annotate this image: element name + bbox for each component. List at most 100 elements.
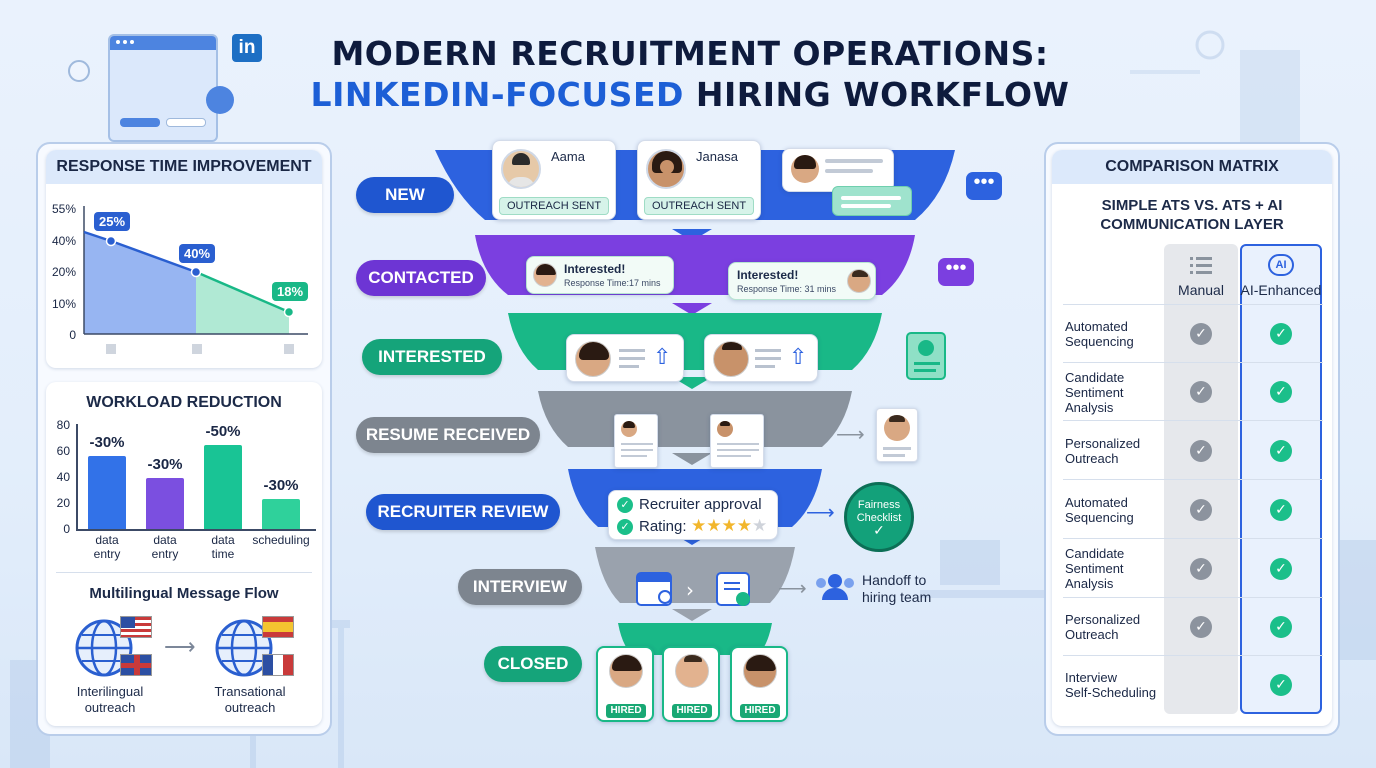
workload-y-tick: 20 [56, 496, 70, 510]
us-flag-icon [120, 616, 152, 638]
avatar [646, 149, 686, 189]
title-workflow: HIRING WORKFLOW [695, 75, 1070, 114]
response-y-tick: 10% [51, 297, 76, 311]
recruiter-review-card[interactable]: ✓ Recruiter approval ✓ Rating: ★★★★★ [608, 490, 778, 540]
stage-resume-received[interactable]: RESUME RECEIVED [356, 417, 540, 453]
response-area-green [196, 272, 289, 334]
arrow-right-icon: ⟶ [164, 634, 196, 659]
response-y-tick: 20% [51, 265, 76, 279]
globe-left-icon [75, 619, 133, 677]
workload-heading: WORKLOAD REDUCTION [86, 394, 282, 411]
candidate-card-janasa[interactable]: Janasa OUTREACH SENT [637, 140, 761, 220]
rating-stars: ★★★★★ [691, 516, 768, 536]
linkedin-profile-illustration [108, 34, 218, 142]
title-linkedin: LINKEDIN-FOCUSED [310, 75, 684, 114]
candidate-card-aama[interactable]: Aama OUTREACH SENT [492, 140, 616, 220]
response-tag-2: 40% [179, 244, 216, 263]
response-point-3 [283, 306, 295, 318]
arrow-right-icon: ⟶ [806, 502, 835, 524]
ai-check-icon: ✓ [1270, 439, 1292, 462]
response-time-card: RESPONSE TIME IMPROVEMENT 55% 40% 20% 10… [46, 150, 322, 368]
response-y-tick: 55% [51, 202, 76, 216]
manual-check-icon: ✓ [1190, 557, 1212, 580]
approval-label: Recruiter approval [639, 496, 762, 513]
response-y-tick: 40% [51, 234, 76, 248]
interested-card-2[interactable]: ⇧ [704, 334, 818, 382]
response-area-blue [84, 232, 196, 334]
funnel-stage-interview [595, 547, 795, 603]
col-manual-label: Manual [1178, 282, 1224, 298]
manual-check-icon: ✓ [1190, 323, 1212, 345]
avatar [609, 654, 643, 688]
stage-recruiter-review[interactable]: RECRUITER REVIEW [366, 494, 560, 530]
chat-purple-icon: ••• [938, 258, 974, 286]
upload-icon: ⇧ [789, 345, 808, 370]
workload-bar-category: scheduling [252, 533, 310, 547]
stage-closed[interactable]: CLOSED [484, 646, 582, 682]
france-flag-icon [262, 654, 294, 676]
contacted-sub: Response Time: 31 mins [737, 284, 837, 294]
contacted-card-2[interactable]: Interested! Response Time: 31 mins [728, 262, 876, 300]
workload-y-tick: 60 [56, 444, 70, 458]
avatar [791, 155, 819, 183]
arrow-right-icon: ⟶ [836, 424, 865, 446]
stage-interested[interactable]: INTERESTED [362, 339, 502, 375]
workload-card: WORKLOAD REDUCTION 80 60 40 20 0 Multili… [46, 382, 322, 726]
stage-interview[interactable]: INTERVIEW [458, 569, 582, 605]
stage-contacted[interactable]: CONTACTED [356, 260, 486, 296]
network-icon [206, 86, 234, 114]
title-line-1: MODERN RECRUITMENT OPERATIONS: [331, 34, 1049, 73]
hired-card-1[interactable]: HIRED [596, 646, 654, 722]
resume-profile-card[interactable] [876, 408, 918, 462]
workload-y-tick: 40 [56, 470, 70, 484]
hired-badge: HIRED [606, 704, 646, 718]
workload-bar-label: -30% [263, 477, 299, 495]
contacted-title: Interested! [737, 268, 799, 282]
hired-card-3[interactable]: HIRED [730, 646, 788, 722]
contacted-card-1[interactable]: Interested! Response Time:17 mins [526, 256, 674, 294]
arrow-right-icon: ⟶ [778, 578, 807, 600]
workload-bar [88, 456, 126, 529]
manual-check-icon: ✓ [1190, 381, 1212, 403]
ai-check-icon: ✓ [1270, 381, 1292, 403]
candidate-name: Janasa [696, 149, 738, 164]
workload-bar-label: -50% [205, 422, 241, 440]
stage-new[interactable]: NEW [356, 177, 454, 213]
interested-card-1[interactable]: ⇧ [566, 334, 684, 382]
resume-doc-2[interactable] [710, 414, 764, 468]
workload-bar [146, 478, 184, 529]
workload-y-tick: 0 [63, 522, 70, 536]
funnel-stage-interested [508, 313, 882, 370]
ai-check-icon: ✓ [1270, 323, 1292, 345]
avatar [621, 421, 637, 437]
resume-doc-1[interactable] [614, 414, 658, 468]
avatar [675, 654, 709, 688]
manual-check-icon: ✓ [1190, 616, 1212, 638]
candidate-name: Aama [551, 149, 585, 164]
upload-icon: ⇧ [653, 345, 672, 370]
col-ai-label: AI-Enhanced [1240, 282, 1322, 298]
rating-check-icon: ✓ [617, 519, 633, 535]
resume-document-icon [906, 332, 946, 380]
hired-card-2[interactable]: HIRED [662, 646, 720, 722]
workload-bar [262, 499, 300, 529]
ai-check-icon: ✓ [1270, 616, 1292, 638]
avatar [884, 415, 910, 441]
